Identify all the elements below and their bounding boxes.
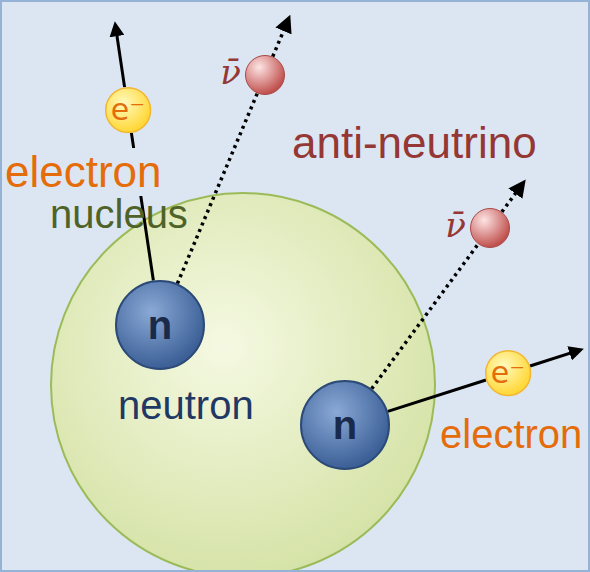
motion-arrow [273, 20, 288, 57]
particle-outline [50, 192, 436, 572]
particle-circle [471, 209, 510, 248]
particle-name: electron [2, 148, 165, 196]
particle-symbol: e⁻ [491, 355, 525, 390]
particle-outline [470, 208, 510, 248]
motion-arrow [115, 26, 124, 87]
motion-arrow [502, 184, 523, 212]
particle-circle [301, 381, 389, 469]
particle-symbol: ν̄ [220, 52, 241, 92]
particle-outline [245, 55, 285, 95]
particle-name: electron [440, 412, 582, 456]
particle-symbol: e⁻ [111, 92, 145, 127]
electron-particle: e⁻ [105, 87, 151, 133]
particle-symbol: ν̄ [445, 205, 466, 245]
particle-circle [246, 56, 285, 95]
neutron-particle: n [300, 380, 390, 470]
particle-circle [106, 88, 151, 133]
antineutrino-particle: ν̄ [470, 208, 510, 248]
motion-arrow [530, 350, 580, 366]
particle-symbol: nucleus [50, 192, 188, 237]
particle-circle [116, 281, 204, 369]
particle-circle [486, 351, 531, 396]
particle-name: neutron [118, 383, 254, 427]
antineutrino-particle: ν̄ [245, 55, 285, 95]
particle-symbol: n [333, 403, 357, 448]
neutron-particle: n [115, 280, 205, 370]
nucleus-circle: n n nucleus [50, 192, 436, 572]
particle-circle [51, 193, 435, 572]
particle-symbol: n [148, 303, 172, 348]
particle-name: anti-neutrino [292, 119, 537, 167]
electron-particle: e⁻ [485, 350, 531, 396]
